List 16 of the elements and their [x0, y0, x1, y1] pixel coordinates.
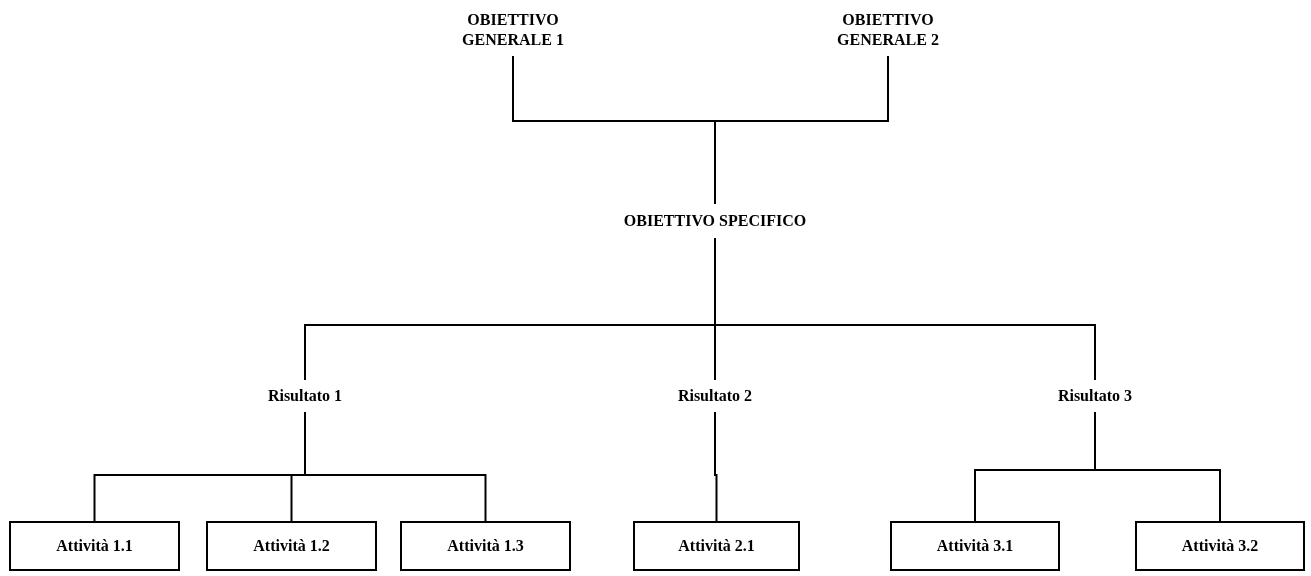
objective-label: OBIETTIVO SPECIFICO	[610, 208, 820, 234]
result-label: Risultato 3	[1035, 384, 1155, 408]
result-label: Risultato 2	[655, 384, 775, 408]
activity-box: Attività 1.2	[206, 521, 377, 571]
objective-label: OBIETTIVO GENERALE 1	[448, 8, 578, 52]
activity-box: Attività 1.3	[400, 521, 571, 571]
result-label: Risultato 1	[245, 384, 365, 408]
activity-box: Attività 3.2	[1135, 521, 1305, 571]
activity-box: Attività 1.1	[9, 521, 180, 571]
connector-line	[1094, 411, 1221, 522]
activity-box: Attività 2.1	[633, 521, 800, 571]
activity-box: Attività 3.1	[890, 521, 1060, 571]
connector-line	[714, 237, 1096, 381]
connector-line	[714, 411, 718, 522]
connector-line	[714, 55, 889, 205]
objective-label: OBIETTIVO GENERALE 2	[823, 8, 953, 52]
